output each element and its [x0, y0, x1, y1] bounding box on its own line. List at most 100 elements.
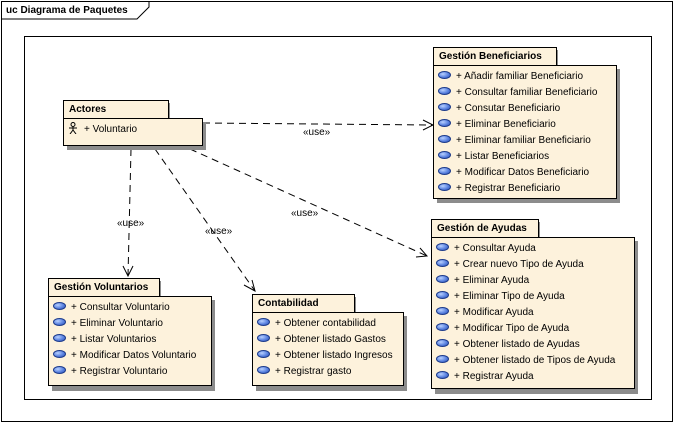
use-case-icon: [436, 355, 449, 364]
package-body-ayudas: + Consultar Ayuda + Crear nuevo Tipo de A…: [431, 237, 635, 389]
use-case-label: + Registrar gasto: [275, 366, 352, 377]
use-case-icon: [438, 135, 451, 144]
actor-icon: [68, 122, 78, 135]
use-label-ayudas: «use»: [291, 208, 319, 219]
use-case-item[interactable]: + Consultar Ayuda: [436, 242, 536, 256]
use-case-item[interactable]: + Registrar gasto: [257, 365, 351, 379]
use-case-icon: [53, 366, 66, 375]
use-case-item[interactable]: + Modificar Ayuda: [436, 306, 534, 320]
use-case-label: + Modificar Datos Voluntario: [71, 350, 197, 361]
use-case-icon: [53, 302, 66, 311]
use-case-item[interactable]: + Obtener listado Ingresos: [257, 349, 393, 363]
use-case-label: + Modificar Datos Beneficiario: [456, 167, 590, 178]
package-body-voluntarios: + Consultar Voluntario + Eliminar Volunta…: [48, 296, 212, 386]
use-case-label: + Registrar Voluntario: [71, 366, 168, 377]
use-case-label: + Obtener listado de Tipos de Ayuda: [454, 355, 616, 366]
use-case-item[interactable]: + Eliminar Voluntario: [53, 317, 163, 331]
package-body-actores: + Voluntario: [63, 118, 203, 146]
use-case-item[interactable]: + Crear nuevo Tipo de Ayuda: [436, 258, 584, 272]
use-case-item[interactable]: + Consultar Voluntario: [53, 301, 170, 315]
use-case-label: + Listar Beneficiarios: [456, 151, 550, 162]
frame-tab-outline: [1, 1, 150, 20]
use-case-icon: [438, 183, 451, 192]
use-case-item[interactable]: + Listar Voluntarios: [53, 333, 156, 347]
use-case-item[interactable]: + Eliminar Beneficiario: [438, 118, 556, 132]
use-case-icon: [257, 318, 270, 327]
use-case-label: + Modificar Tipo de Ayuda: [454, 323, 570, 334]
use-case-label: + Registrar Ayuda: [454, 371, 534, 382]
package-tab-contabilidad: Contabilidad: [252, 294, 355, 313]
use-case-icon: [53, 334, 66, 343]
use-case-item[interactable]: + Obtener listado de Tipos de Ayuda: [436, 354, 615, 368]
use-case-label: + Consultar familiar Beneficiario: [456, 87, 598, 98]
edge-actores-voluntarios: [127, 148, 132, 277]
use-case-label: + Obtener contabilidad: [275, 318, 376, 329]
use-case-icon: [436, 307, 449, 316]
use-case-label: + Obtener listado de Ayudas: [454, 339, 580, 350]
use-case-label: + Consultar Voluntario: [71, 302, 170, 313]
edge-actores-ayudas: [189, 148, 428, 257]
use-case-icon: [436, 291, 449, 300]
use-case-label: + Obtener listado Gastos: [275, 334, 386, 345]
use-case-item[interactable]: + Listar Beneficiarios: [438, 150, 549, 164]
package-tab-actores: Actores: [63, 100, 169, 119]
edge-actores-contabilidad: [154, 148, 256, 292]
use-case-label: + Añadir familiar Beneficiario: [456, 71, 584, 82]
package-body-beneficiarios: + Añadir familiar Beneficiario + Consulta…: [433, 65, 617, 199]
use-case-item[interactable]: + Modificar Datos Beneficiario: [438, 166, 589, 180]
use-case-item[interactable]: + Registrar Beneficiario: [438, 182, 560, 196]
package-tab-voluntarios: Gestión Voluntarios: [48, 278, 160, 297]
use-case-item[interactable]: + Añadir familiar Beneficiario: [438, 70, 583, 84]
use-case-item[interactable]: + Obtener listado Gastos: [257, 333, 386, 347]
use-case-icon: [436, 371, 449, 380]
use-case-item[interactable]: + Obtener listado de Ayudas: [436, 338, 580, 352]
edge-actores-beneficiarios: [202, 122, 434, 126]
use-case-icon: [257, 350, 270, 359]
arrowhead-ayudas: [415, 247, 429, 258]
use-case-label: + Consutar Beneficiario: [456, 103, 561, 114]
use-case-icon: [436, 243, 449, 252]
use-case-label: + Consultar Ayuda: [454, 243, 536, 254]
package-body-contabilidad: + Obtener contabilidad + Obtener listado …: [252, 312, 404, 386]
actor-item[interactable]: + Voluntario: [68, 122, 138, 137]
use-case-icon: [438, 167, 451, 176]
use-case-item[interactable]: + Eliminar Tipo de Ayuda: [436, 290, 565, 304]
use-case-icon: [438, 71, 451, 80]
use-case-icon: [438, 119, 451, 128]
use-case-item[interactable]: + Registrar Ayuda: [436, 370, 534, 384]
use-case-icon: [436, 339, 449, 348]
use-case-item[interactable]: + Modificar Datos Voluntario: [53, 349, 196, 363]
use-case-item[interactable]: + Consutar Beneficiario: [438, 102, 560, 116]
use-case-icon: [257, 366, 270, 375]
use-case-icon: [438, 87, 451, 96]
use-case-icon: [436, 259, 449, 268]
use-case-item[interactable]: + Registrar Voluntario: [53, 365, 167, 379]
use-case-icon: [257, 334, 270, 343]
use-case-label: + Obtener listado Ingresos: [275, 350, 393, 361]
use-case-label: + Eliminar Ayuda: [454, 275, 530, 286]
use-case-label: + Crear nuevo Tipo de Ayuda: [454, 259, 584, 270]
use-label-contabilidad: «use»: [205, 226, 233, 237]
diagram-title: uc Diagrama de Paquetes: [6, 5, 128, 16]
use-case-item[interactable]: + Eliminar Ayuda: [436, 274, 529, 288]
use-label-beneficiarios: «use»: [303, 127, 331, 138]
use-case-label: + Eliminar Beneficiario: [456, 119, 556, 130]
use-case-item[interactable]: + Consultar familiar Beneficiario: [438, 86, 597, 100]
use-case-icon: [53, 318, 66, 327]
use-case-item[interactable]: + Obtener contabilidad: [257, 317, 376, 331]
package-tab-ayudas: Gestión de Ayudas: [431, 219, 539, 238]
use-case-icon: [438, 103, 451, 112]
actor-label: + Voluntario: [84, 124, 138, 135]
use-case-icon: [436, 275, 449, 284]
use-case-label: + Eliminar Tipo de Ayuda: [454, 291, 565, 302]
use-case-item[interactable]: + Modificar Tipo de Ayuda: [436, 322, 569, 336]
use-case-label: + Listar Voluntarios: [71, 334, 157, 345]
package-tab-beneficiarios: Gestión Beneficiarios: [433, 47, 557, 66]
use-case-label: + Eliminar Voluntario: [71, 318, 163, 329]
use-case-icon: [53, 350, 66, 359]
use-case-item[interactable]: + Eliminar familiar Beneficiario: [438, 134, 591, 148]
use-case-label: + Modificar Ayuda: [454, 307, 534, 318]
diagram-boundary: [24, 36, 652, 400]
